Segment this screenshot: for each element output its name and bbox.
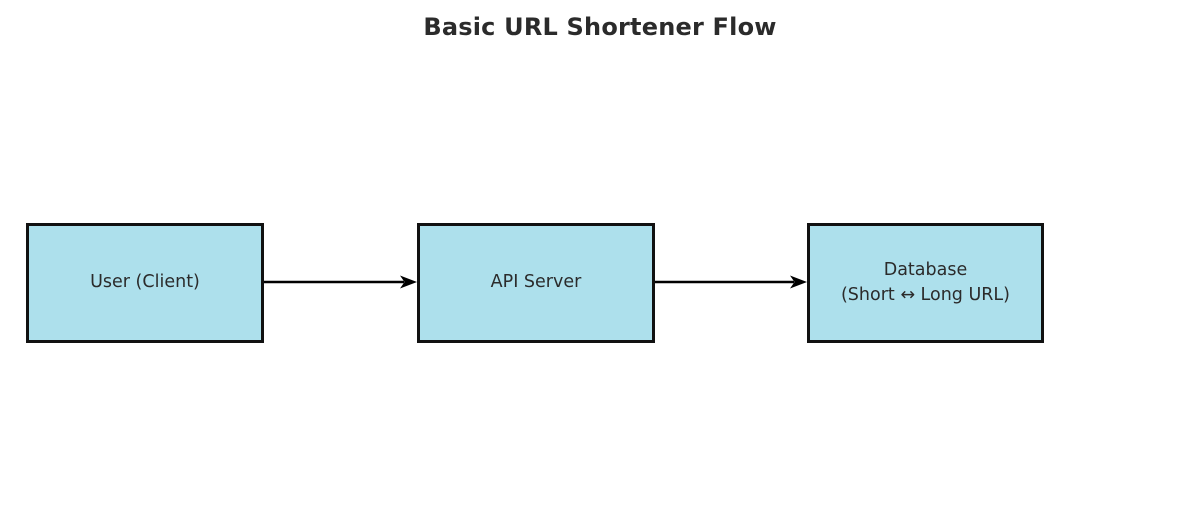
edge-user-to-api — [264, 269, 418, 295]
node-user-client-label: User (Client) — [90, 272, 200, 293]
arrow-right-icon — [264, 275, 417, 289]
node-database[interactable]: Database (Short ↔ Long URL) — [807, 223, 1044, 343]
edge-api-to-database — [655, 269, 808, 295]
diagram-title: Basic URL Shortener Flow — [423, 13, 777, 41]
node-user-client[interactable]: User (Client) — [26, 223, 264, 343]
node-api-server-label: API Server — [490, 272, 582, 293]
node-api-server[interactable]: API Server — [417, 223, 655, 343]
arrow-right-icon — [655, 275, 807, 289]
node-database-label: Database (Short ↔ Long URL) — [840, 259, 1011, 305]
